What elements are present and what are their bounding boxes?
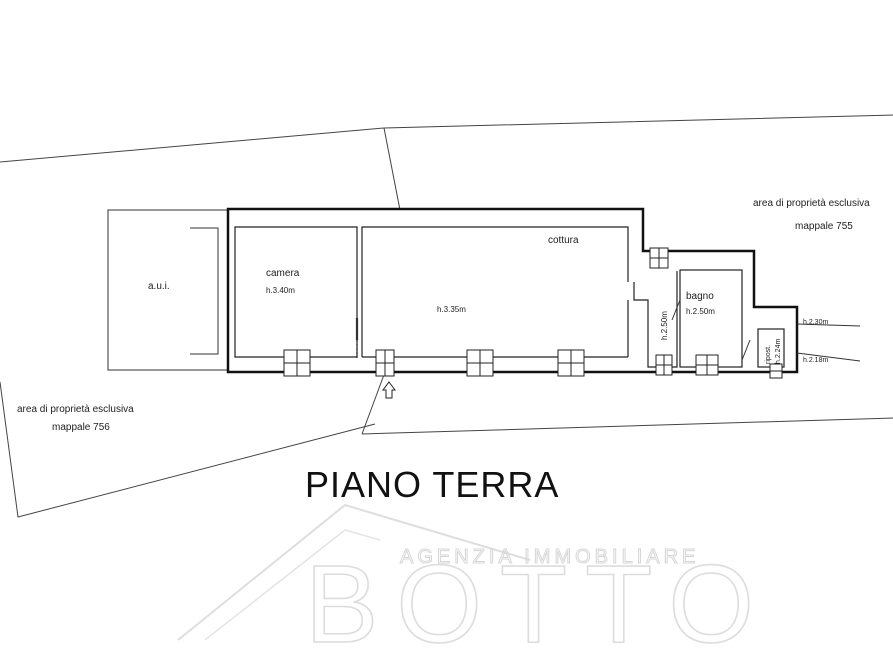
room-camera-height: h.3.40m [266,286,295,295]
boundary-north [0,114,893,163]
room-bagno-name: bagno [686,291,714,302]
watermark-house-roof-icon [177,503,531,641]
building-outer-wall [226,207,799,374]
area-east-line1: area di proprietà esclusiva [753,198,870,209]
aui-label: a.u.i. [148,281,170,292]
boundary-west-lower [0,381,376,518]
height-right-top: h.2.30m [803,319,828,326]
area-east-line2: mappale 755 [795,221,853,232]
height-leaders [796,323,861,362]
room-ripost-height: h.2.24m [775,339,782,364]
room-main-outline [361,226,629,357]
boundary-south-east [361,417,893,435]
room-camera-name: camera [266,268,300,279]
room-bagno-outline [679,269,743,368]
boundary-diagonal-entrance [361,371,386,435]
boundary-divider [383,127,401,211]
area-west-line1: area di proprietà esclusiva [17,404,134,415]
windows [283,247,783,379]
property-boundaries [0,114,893,518]
watermark-brand-name: BOTTO [305,543,772,666]
entrance-arrow-icon [382,381,396,399]
area-west-line2: mappale 756 [52,422,110,433]
room-cottura-name: cottura [548,235,579,246]
room-camera-outline [234,226,358,358]
floor-title: PIANO TERRA [305,464,559,505]
height-right-bottom: h.2.18m [803,357,828,364]
corridor-height: h.2.50m [660,311,669,340]
room-bagno-height: h.2.50m [686,307,715,316]
doors [355,299,751,361]
room-ripost-name: ripost. [765,345,772,364]
watermark: AGENZIA IMMOBILIARE BOTTO [177,503,772,667]
room-main-height: h.3.35m [437,305,466,314]
watermark-agency-line: AGENZIA IMMOBILIARE [400,546,699,568]
corridor-outline [633,271,678,368]
